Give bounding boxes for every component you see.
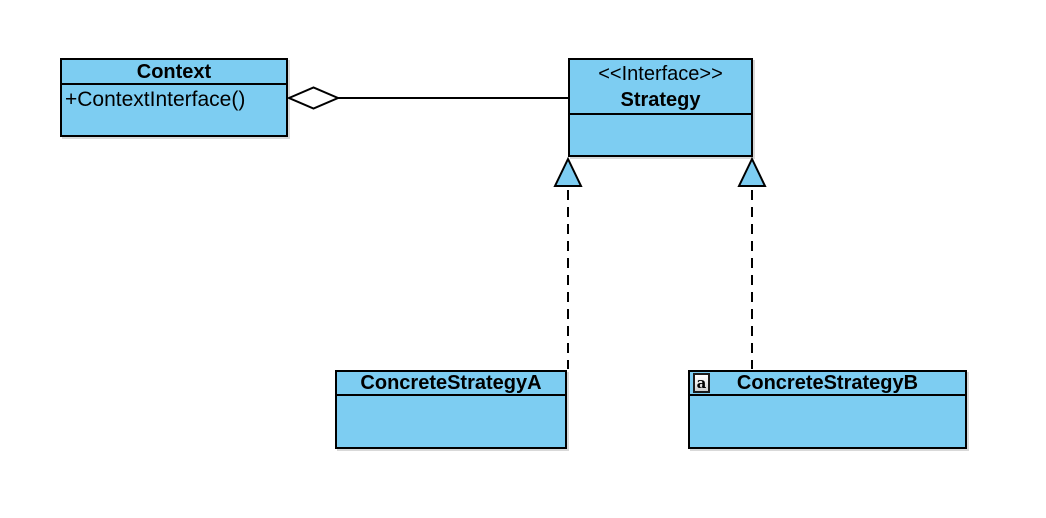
class-strategy-stereotype: <<Interface>> xyxy=(598,62,723,85)
realization-triangle-a-icon xyxy=(553,156,583,187)
class-context-members: +ContextInterface() xyxy=(62,85,286,114)
realization-connector-b xyxy=(737,156,767,369)
class-context-name: Context xyxy=(136,60,212,83)
class-concrete-b-header: a ConcreteStrategyB xyxy=(690,372,965,396)
class-concrete-b-name: ConcreteStrategyB xyxy=(736,372,919,394)
member-context-interface: +ContextInterface() xyxy=(65,88,246,111)
class-concrete-a-name: ConcreteStrategyA xyxy=(360,372,542,394)
aggregation-diamond-icon xyxy=(286,86,341,110)
class-box-concrete-strategy-a: ConcreteStrategyA xyxy=(335,370,567,449)
class-box-concrete-strategy-b: a ConcreteStrategyB xyxy=(688,370,967,449)
a-marker-icon: a xyxy=(693,373,710,393)
class-concrete-a-header: ConcreteStrategyA xyxy=(337,372,565,396)
class-strategy-name: Strategy xyxy=(620,88,701,111)
class-box-context: Context +ContextInterface() xyxy=(60,58,288,137)
aggregation-connector xyxy=(286,86,568,110)
realization-connector-a xyxy=(553,156,583,369)
class-context-header: Context xyxy=(62,60,286,85)
realization-triangle-b-icon xyxy=(737,156,767,187)
class-strategy-header: <<Interface>> Strategy xyxy=(570,60,751,115)
class-box-strategy: <<Interface>> Strategy xyxy=(568,58,753,157)
